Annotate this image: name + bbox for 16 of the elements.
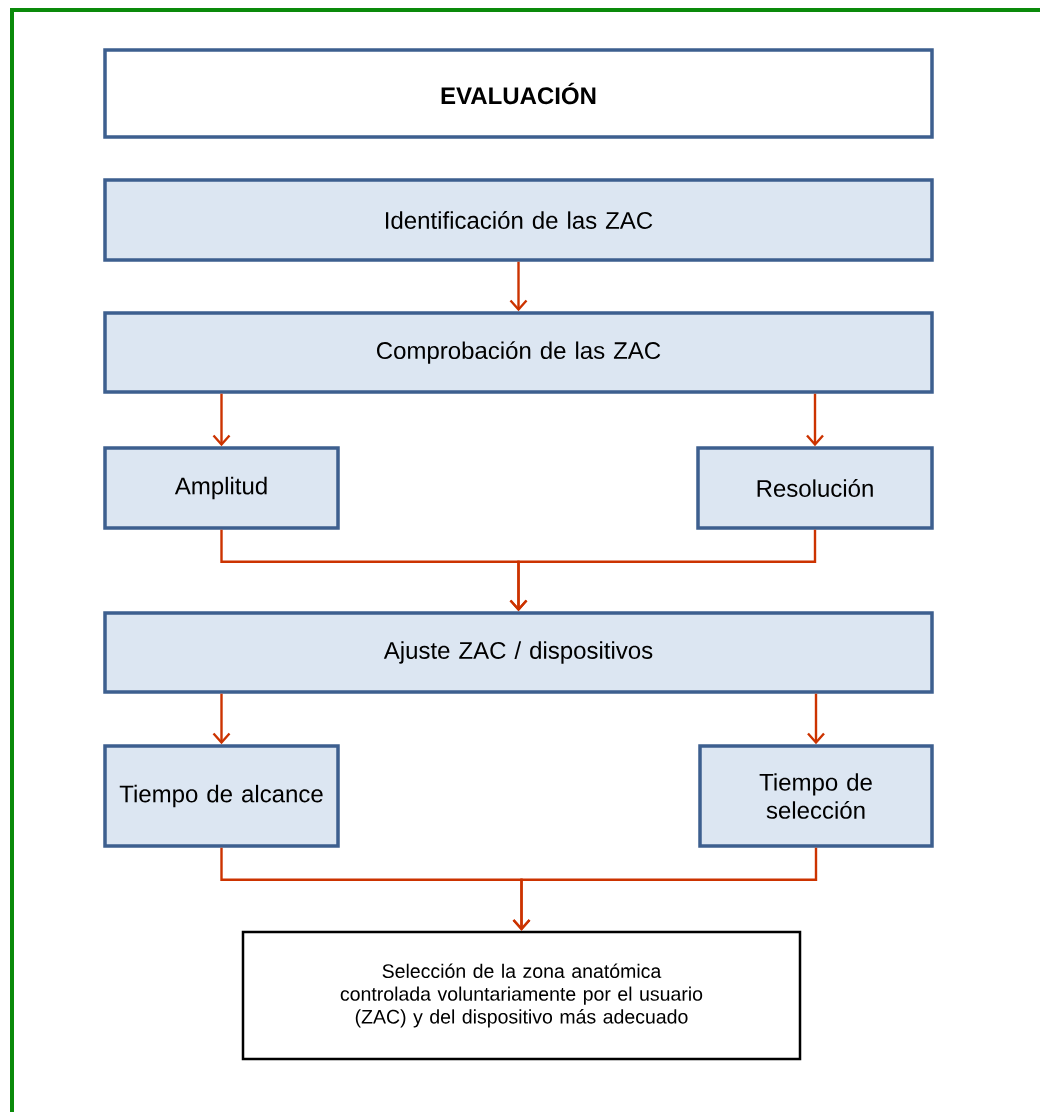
process-box: Comprobación de las ZAC (103, 311, 934, 394)
process-box: Resolución (696, 446, 934, 530)
process-box: Tiempo de selección (698, 744, 934, 848)
process-box: Identificación de las ZAC (103, 178, 934, 262)
arrow (807, 693, 825, 745)
arrow (512, 847, 818, 931)
process-box: Tiempo de alcance (103, 744, 340, 848)
title-box: EVALUACIÓN (103, 48, 934, 139)
arrow (509, 529, 817, 612)
process-box: Ajuste ZAC / dispositivos (103, 611, 934, 694)
arrow (212, 693, 231, 745)
result-box: Selección de la zona anatómica controlada voluntariamente por el usuario (ZAC) y del dispositivo más adecuado (241, 930, 802, 1061)
process-box: Amplitud (103, 446, 340, 530)
arrow (509, 261, 528, 312)
arrow (212, 393, 231, 447)
arrow (806, 393, 824, 447)
